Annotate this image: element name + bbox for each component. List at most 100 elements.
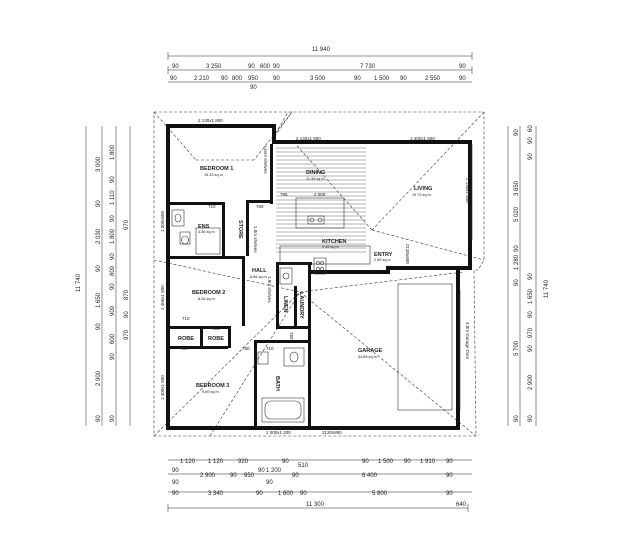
bottom-row1-dim: 920	[238, 459, 249, 465]
entry-area: 2.55 sq m	[374, 258, 391, 262]
dining-label: DINING	[306, 170, 325, 176]
kitchen-label: KITCHEN	[322, 239, 346, 245]
left-col-c-dim: 90	[96, 415, 102, 422]
bottom-row4-dim: 90	[172, 491, 179, 497]
bottom-row1-dim: 1 500	[378, 459, 394, 465]
bottom-row4-dim: 90	[446, 491, 453, 497]
left-col-a-dim: 2 900	[96, 370, 102, 386]
robe1-label: ROBE	[178, 336, 194, 342]
left-col-c-dim: 90	[96, 200, 102, 207]
door-760c: 760	[289, 332, 294, 340]
bottom-row2-dim: 950	[244, 473, 255, 479]
right-col-a-dim: 5 020	[514, 206, 520, 222]
right-col-a-dim: 1 280	[514, 254, 520, 270]
top-row1-dim: 3 250	[206, 64, 222, 70]
right-col-b-dim: 90	[528, 273, 534, 280]
left-col-c-dim: 90	[96, 265, 102, 272]
window-living-top: 1 400x1 600	[410, 136, 435, 141]
top-row1-dim: 90	[248, 64, 255, 70]
left-col-b-dim: 90	[110, 176, 116, 183]
entry-label: ENTRY	[374, 252, 393, 258]
store-label: STORE	[237, 220, 243, 239]
left-col-b-dim: 800	[110, 265, 116, 276]
top-row1-dim: 7 730	[360, 64, 376, 70]
bottom-row2-dim: 90	[172, 468, 179, 474]
left-col-d-dim: 970	[124, 329, 130, 340]
bottom-row4-dim: 3 340	[208, 491, 224, 497]
bottom-row1-dim: 90	[282, 459, 289, 465]
left-col-b-dim: 1 800	[110, 144, 116, 160]
right-col-b-dim: 2 900	[528, 374, 534, 390]
window-bedroom1: 2 130x1 800	[198, 118, 223, 123]
left-col-a-dim: 3 000	[96, 156, 102, 172]
right-overall-dim: 11 740	[544, 279, 550, 298]
right-col-b-dim: 1 650	[528, 288, 534, 304]
top-row1-dim: 90	[459, 64, 466, 70]
left-dimensions: 11 740 3 000 2 030 1 650 2 900 90 90 90 …	[76, 126, 131, 426]
bottom-row4-dim: 90	[256, 491, 263, 497]
bottom-extra-dim: 640	[456, 502, 467, 508]
top-row2-dim: 90	[400, 76, 407, 82]
linen-label: LINEN	[282, 296, 288, 313]
dining-area: 11.36 sq m	[306, 177, 325, 181]
top-row2-dim: 90	[273, 76, 280, 82]
left-col-a-dim: 2 030	[96, 228, 102, 244]
bedroom3-area: 9.69 sq m	[202, 390, 219, 394]
window-living-side: 2 130x1 800	[465, 178, 470, 203]
door-710b: 710	[212, 326, 220, 331]
window-dining: 2 130x1 800	[296, 136, 321, 141]
bottom-row2-dim: 90	[446, 473, 453, 479]
bottom-overall-dim: 11 300	[306, 502, 325, 508]
bedroom3-label: BEDROOM 3	[196, 383, 229, 389]
left-col-b-dim: 1 800	[110, 228, 116, 244]
ens-area: 3.36 sq m	[198, 230, 215, 234]
top-row2-dim: 2 550	[425, 76, 441, 82]
bottom-row3-dim: 90	[266, 480, 273, 486]
cooktop-icon	[313, 257, 327, 275]
top-row2-dim: 90	[170, 76, 177, 82]
bedroom1-area: 15.33 sq m	[204, 173, 223, 177]
top-row2-dim: 1 500	[374, 76, 390, 82]
door-710a: 710	[208, 204, 216, 209]
left-col-a-dim: 1 650	[96, 292, 102, 308]
window-bedroom3: 1 400x1 600	[160, 375, 165, 400]
bedroom2-label: BEDROOM 2	[192, 290, 225, 296]
bath-vanity-icon	[283, 347, 305, 367]
bedroom2-area: 8.26 sq m	[198, 297, 215, 301]
right-col-c-dim: 90	[514, 279, 520, 286]
bottom-row1-dim: 90	[362, 459, 369, 465]
door-710c: 710	[180, 346, 188, 351]
top-row2-dim: 950	[248, 76, 259, 82]
shelves-note-2: 1.8m shelves	[267, 276, 272, 303]
top-row1-dim: 600	[260, 64, 271, 70]
window-bath: 1 000x1 200	[266, 430, 291, 435]
left-col-c-dim: 90	[96, 323, 102, 330]
bottom-row1-dim: 1 910	[420, 459, 436, 465]
shower-icon	[195, 227, 221, 255]
linen-shelves-note: Linen shelves	[263, 146, 268, 174]
left-overall-dim: 11 740	[76, 273, 82, 292]
left-col-b-dim: 90	[110, 415, 116, 422]
right-col-b-dim: 90	[528, 311, 534, 318]
bottom-row4-dim: 1 600	[278, 491, 294, 497]
annotations: 2 130x1 800 2 130x1 800 1 400x1 600 2 13…	[160, 118, 470, 435]
bath-label: BATH	[274, 376, 280, 391]
right-col-b-dim: 90	[528, 153, 534, 160]
bottom-dimensions: 1 120 1 120 920 90 510 90 1 500 90 1 910…	[167, 459, 472, 512]
shelves-note-1: 1.8m shelves	[253, 226, 258, 253]
top-row2-dim: 2 210	[194, 76, 210, 82]
garage-area: 34.89 sq m	[358, 355, 377, 359]
top-row2-dim: 3 500	[310, 76, 326, 82]
room-labels: BEDROOM 1 15.33 sq m DINING 11.36 sq m L…	[178, 166, 432, 394]
top-row2-dim: 90	[354, 76, 361, 82]
hall-area: 6.56 sq m	[250, 275, 267, 279]
door-760: 760	[256, 204, 264, 209]
bottom-row1-dim: 90	[446, 459, 453, 465]
bottom-row1-dim: 1 120	[208, 459, 224, 465]
bottom-row2-dim: 90	[258, 468, 265, 474]
bottom-row3-dim: 90	[172, 480, 179, 486]
window-entry: 2130x600	[405, 244, 410, 264]
right-col-a-dim: 3 650	[514, 180, 520, 196]
bottom-row2-dim: 90	[292, 473, 299, 479]
